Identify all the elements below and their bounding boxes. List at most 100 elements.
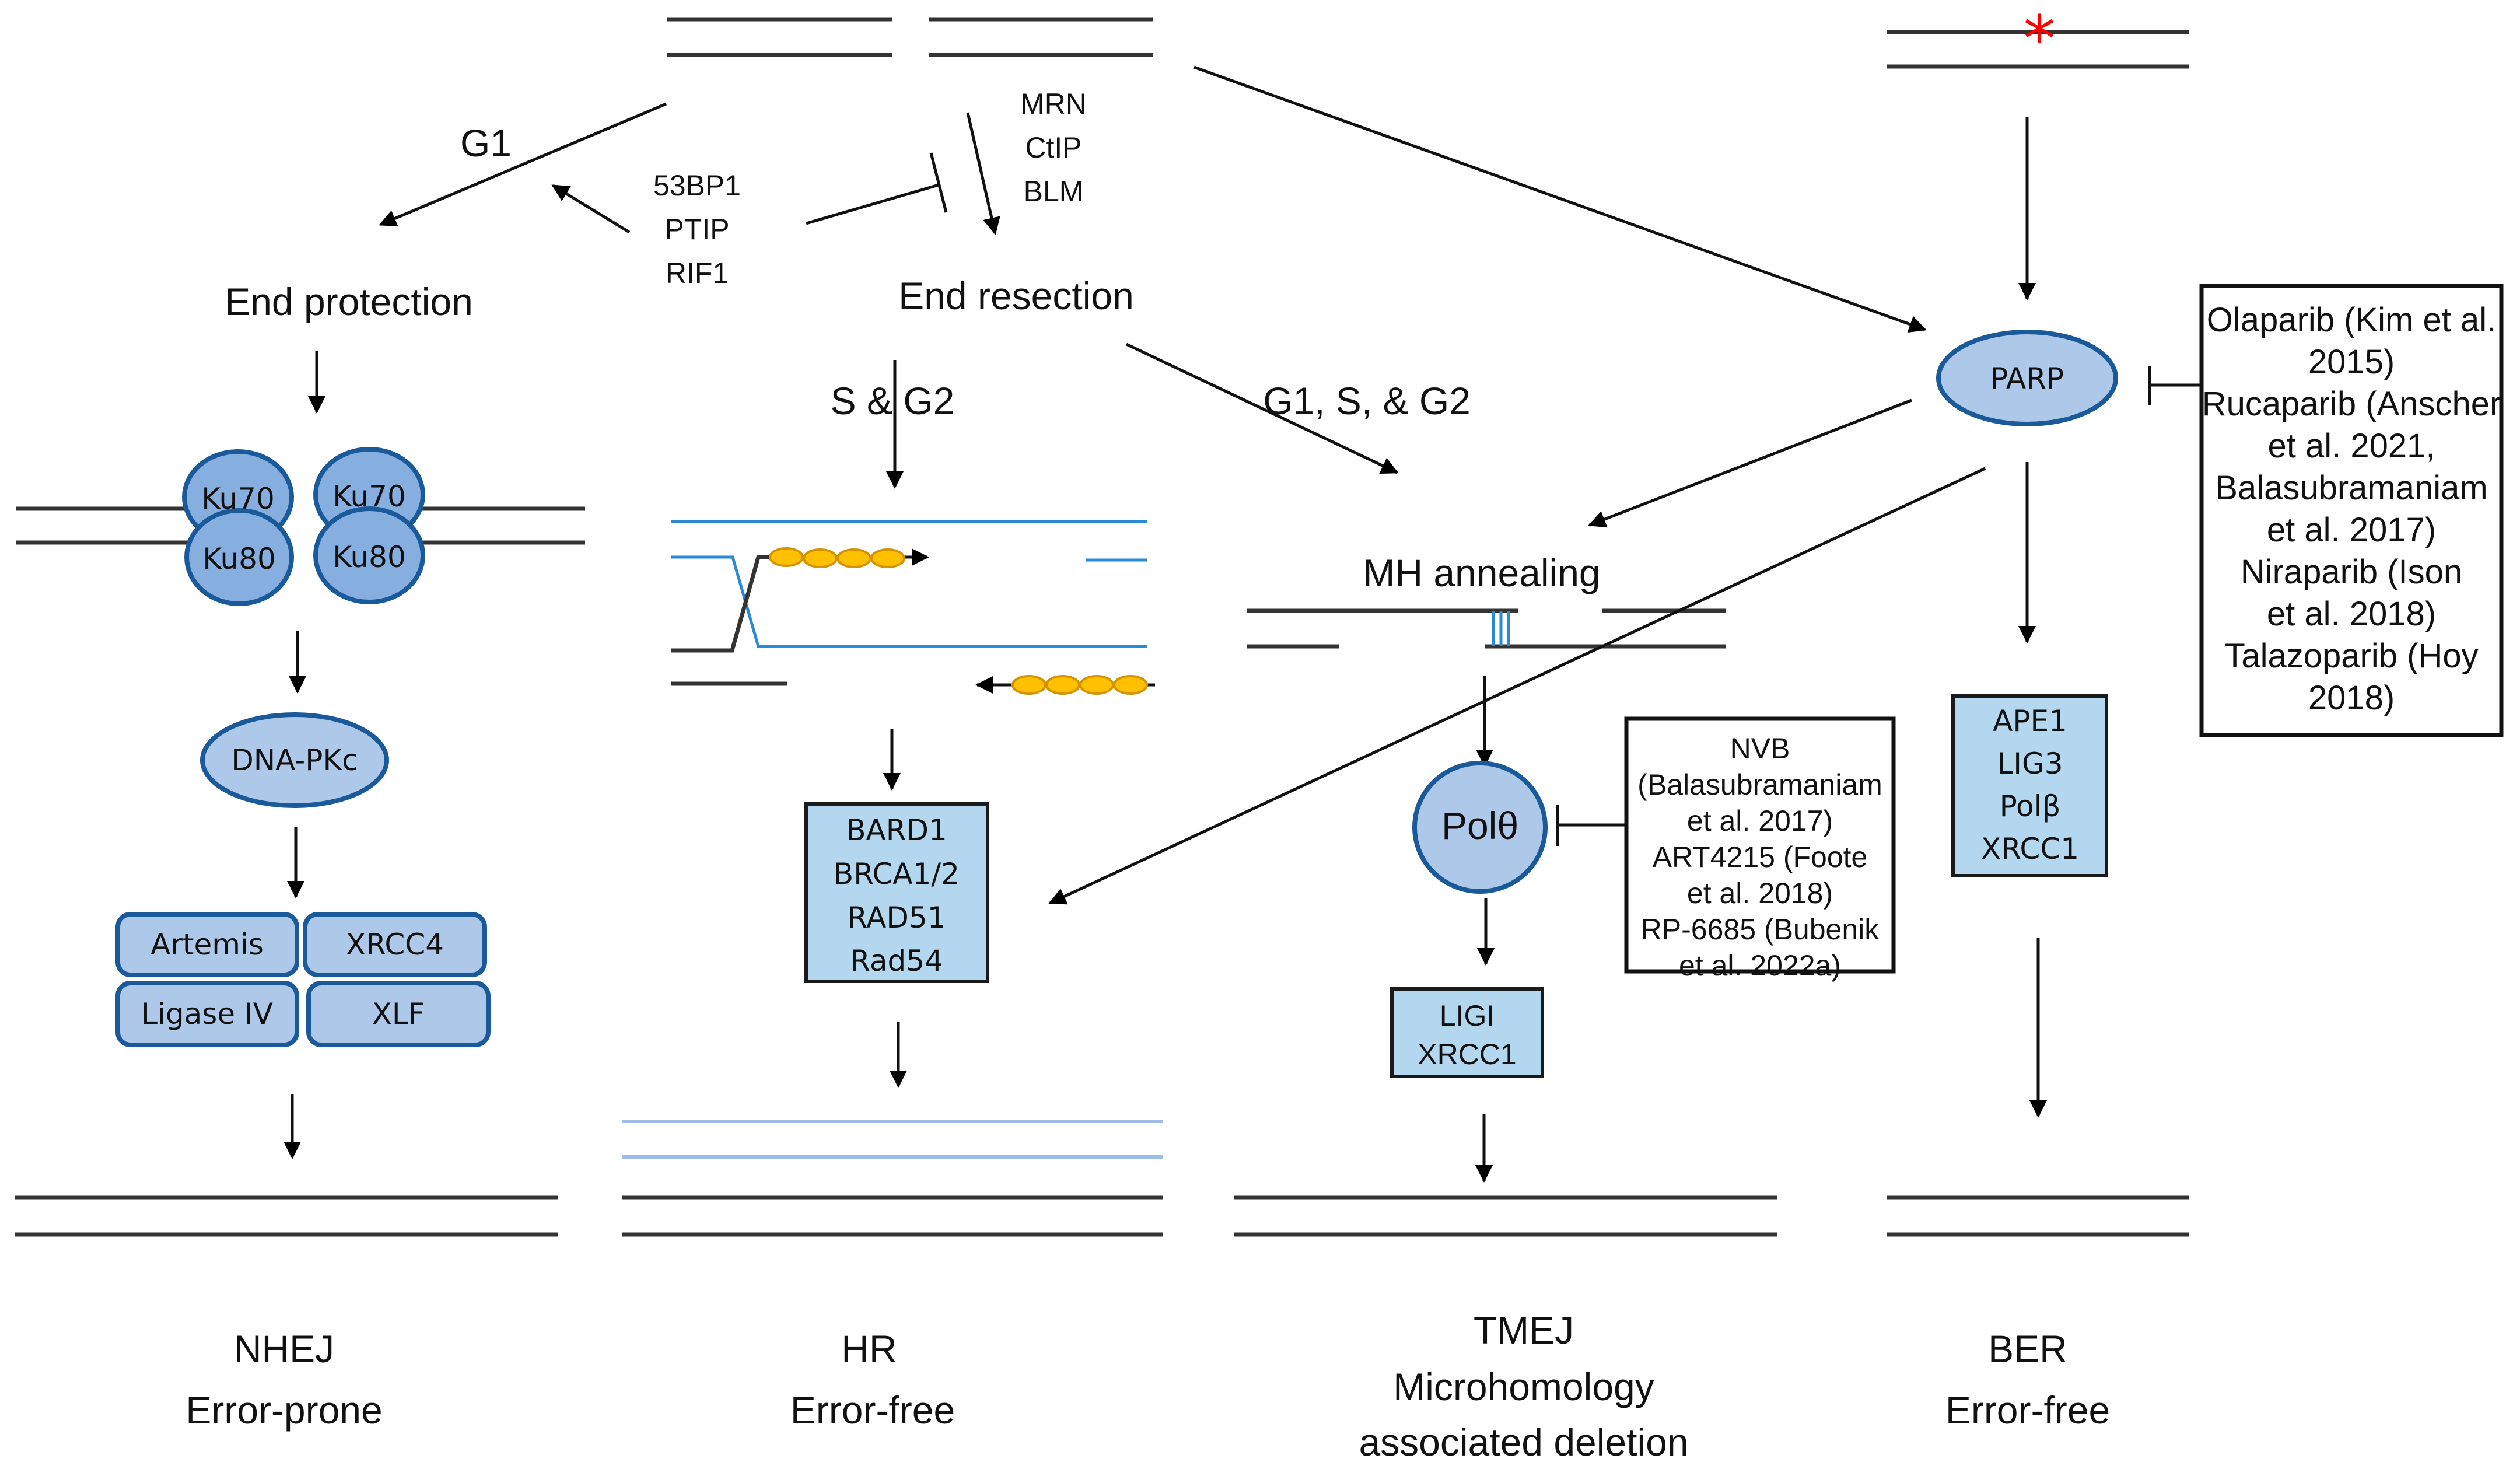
inhibitor-line: et al. 2018)	[2267, 595, 2436, 633]
poltheta-inhibitor-box	[1624, 716, 1896, 974]
tmej-protein-box	[1390, 987, 1544, 1078]
parp-inhibition	[2148, 366, 2202, 405]
protein-ape1: APE1	[1993, 704, 2067, 738]
ku70-left-label: Ku70	[201, 482, 275, 516]
inhibitor-line: Olaparib (Kim et al.	[2207, 301, 2496, 339]
protein-rad54: Rad54	[850, 944, 943, 978]
inhibitor-line: Talazoparib (Hoy	[2224, 637, 2478, 675]
tmej-fidelity-line-2: associated deletion	[1359, 1421, 1688, 1464]
ber-name: BER	[1988, 1327, 2067, 1370]
inhibitor-line: et al. 2021,	[2268, 427, 2435, 465]
protein-rad51: RAD51	[847, 901, 946, 935]
double-strand-break-dna	[667, 17, 1153, 57]
artemis-label: Artemis	[150, 928, 264, 961]
protein-bard1: BARD1	[846, 813, 947, 847]
tmej-repaired-dna	[1234, 1195, 1777, 1237]
hr-protein-list: BARD1 BRCA1/2 RAD51 Rad54	[834, 813, 960, 978]
inhibitor-line: 2015)	[2308, 343, 2395, 381]
end-protection-label: End protection	[225, 280, 473, 323]
inhibitor-line: NVB	[1730, 732, 1790, 765]
dsb-to-parp-arrow	[1194, 65, 1927, 333]
xlf-label: XLF	[372, 997, 425, 1031]
dna-pkc	[200, 712, 389, 808]
hr-name: HR	[841, 1327, 897, 1370]
damaged-dna: *	[1887, 2, 2189, 76]
end-protection-factors: 53BP1 PTIP RIF1	[653, 169, 741, 289]
nhej-fidelity: Error-prone	[186, 1388, 382, 1432]
resection-factors: MRN CtIP BLM	[1020, 88, 1087, 208]
hr-protein-box	[804, 802, 989, 983]
parp-to-hr-arrow	[1048, 467, 1986, 905]
g1-arrow	[379, 102, 667, 227]
ku80-left	[184, 508, 294, 606]
ku80-left-label: Ku80	[202, 542, 276, 576]
protein-brca1-2: BRCA1/2	[834, 857, 960, 891]
factor-ctip: CtIP	[1025, 131, 1082, 164]
inhibitor-line: Balasubramaniam	[2215, 469, 2487, 507]
ligase-iv-box	[116, 981, 299, 1047]
rad51-filament-forward	[769, 547, 929, 568]
inhibitor-line: et al. 2022a)	[1679, 949, 1841, 982]
xlf-box	[306, 981, 491, 1047]
ber-fidelity: Error-free	[1945, 1388, 2110, 1432]
rad51-filament-reverse	[975, 675, 1155, 695]
microhomology-annealed-dna	[1247, 608, 1726, 649]
mh-annealing-label: MH annealing	[1363, 551, 1600, 594]
inhibitor-line: 2018)	[2308, 679, 2395, 717]
resection-arrow	[966, 112, 1000, 235]
strand-invasion-d-loop	[671, 520, 1155, 695]
ber-protein-list: APE1 LIG3 Polβ XRCC1	[1981, 704, 2079, 866]
g1-label: G1	[460, 121, 512, 165]
parp-inhibitor-box	[2199, 284, 2504, 737]
ligase-iv-label: Ligase IV	[141, 997, 273, 1031]
parp-to-mh-arrow	[1588, 398, 1912, 528]
ku80-right	[313, 506, 425, 604]
ku80-right-label: Ku80	[332, 540, 406, 574]
factor-53bp1: 53BP1	[653, 169, 741, 202]
inhibitor-line: et al. 2017)	[1687, 805, 1833, 837]
poltheta-inhibition	[1556, 805, 1626, 846]
ku-dna-complex: Ku70 Ku80 Ku70 Ku80	[16, 447, 585, 606]
inhibitor-line: et al. 2017)	[2267, 511, 2436, 549]
parp-inhibitor-list: Olaparib (Kim et al. 2015) Rucaparib (An…	[2202, 301, 2501, 717]
parp-label: PARP	[1990, 362, 2064, 396]
xrcc4-box	[303, 912, 487, 977]
all-phases-label: G1, S, & G2	[1263, 379, 1471, 422]
poltheta-label: Polθ	[1441, 804, 1518, 847]
protein-ligi: LIGI	[1440, 999, 1494, 1032]
end-resection-label: End resection	[898, 274, 1134, 317]
nhej-name: NHEJ	[234, 1327, 334, 1370]
resection-inhibition	[806, 152, 948, 225]
tmej-name: TMEJ	[1474, 1309, 1574, 1352]
factor-blm: BLM	[1024, 175, 1084, 208]
ligation-complex: Artemis XRCC4 Ligase IV XLF	[116, 912, 491, 1047]
protein-lig3: LIG3	[1997, 747, 2063, 781]
resection-to-mh-arrow	[1125, 342, 1399, 474]
lesion-marker: *	[2024, 2, 2056, 76]
inhibitor-line: ART4215 (Foote	[1653, 841, 1868, 873]
factor-rif1: RIF1	[666, 257, 729, 289]
protein-xrcc1-tmej: XRCC1	[1418, 1038, 1516, 1071]
factor-to-end-protection-arrow	[551, 184, 631, 234]
factor-ptip: PTIP	[664, 213, 729, 246]
inhibitor-line: Niraparib (Ison	[2241, 553, 2462, 591]
inhibitor-line: (Balasubramaniam	[1637, 768, 1882, 801]
protein-xrcc1-ber: XRCC1	[1981, 832, 2079, 866]
hr-repaired-dna	[622, 1120, 1163, 1237]
factor-mrn: MRN	[1020, 88, 1087, 120]
inhibitor-line: RP-6685 (Bubenik	[1641, 913, 1880, 946]
xrcc4-label: XRCC4	[346, 928, 444, 961]
nhej-repaired-dna	[15, 1195, 558, 1237]
inhibitor-line: Rucaparib (Anscher	[2202, 385, 2501, 423]
poltheta	[1412, 761, 1548, 894]
parp	[1936, 330, 2118, 426]
poltheta-inhibitor-list: NVB (Balasubramaniam et al. 2017) ART421…	[1637, 732, 1882, 982]
ku70-right-label: Ku70	[332, 480, 406, 513]
protein-pol-beta: Polβ	[2000, 789, 2061, 823]
dna-pkc-label: DNA-PKc	[231, 743, 358, 777]
ber-protein-box	[1951, 694, 2108, 877]
ber-repaired-dna	[1887, 1195, 2189, 1237]
inhibitor-line: et al. 2018)	[1687, 877, 1833, 910]
hr-fidelity: Error-free	[790, 1388, 955, 1432]
